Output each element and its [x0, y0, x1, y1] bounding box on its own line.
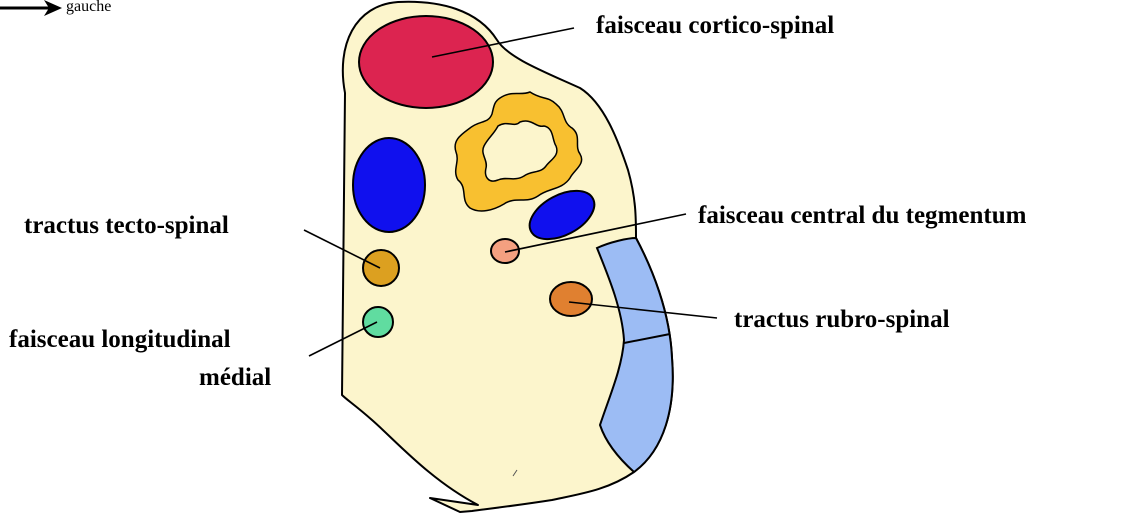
label-longitudinal-medial-line1: faisceau longitudinal	[9, 326, 231, 354]
label-central-tegmentum: faisceau central du tegmentum	[698, 202, 1026, 230]
arrow-right-icon	[0, 0, 62, 16]
cortico-spinal-tract	[359, 16, 493, 108]
blue-structure-large	[353, 138, 425, 232]
label-tecto-spinal: tractus tecto-spinal	[24, 212, 229, 240]
central-tegmental-tract	[491, 239, 519, 263]
label-rubro-spinal: tractus rubro-spinal	[734, 306, 950, 334]
label-cortico-spinal: faisceau cortico-spinal	[596, 12, 834, 40]
tecto-spinal-tract	[363, 250, 399, 286]
rubro-spinal-tract	[550, 282, 592, 316]
orientation-label: gauche	[66, 0, 111, 16]
longitudinal-medial-tract	[363, 307, 393, 337]
label-longitudinal-medial-line2: médial	[199, 364, 271, 392]
